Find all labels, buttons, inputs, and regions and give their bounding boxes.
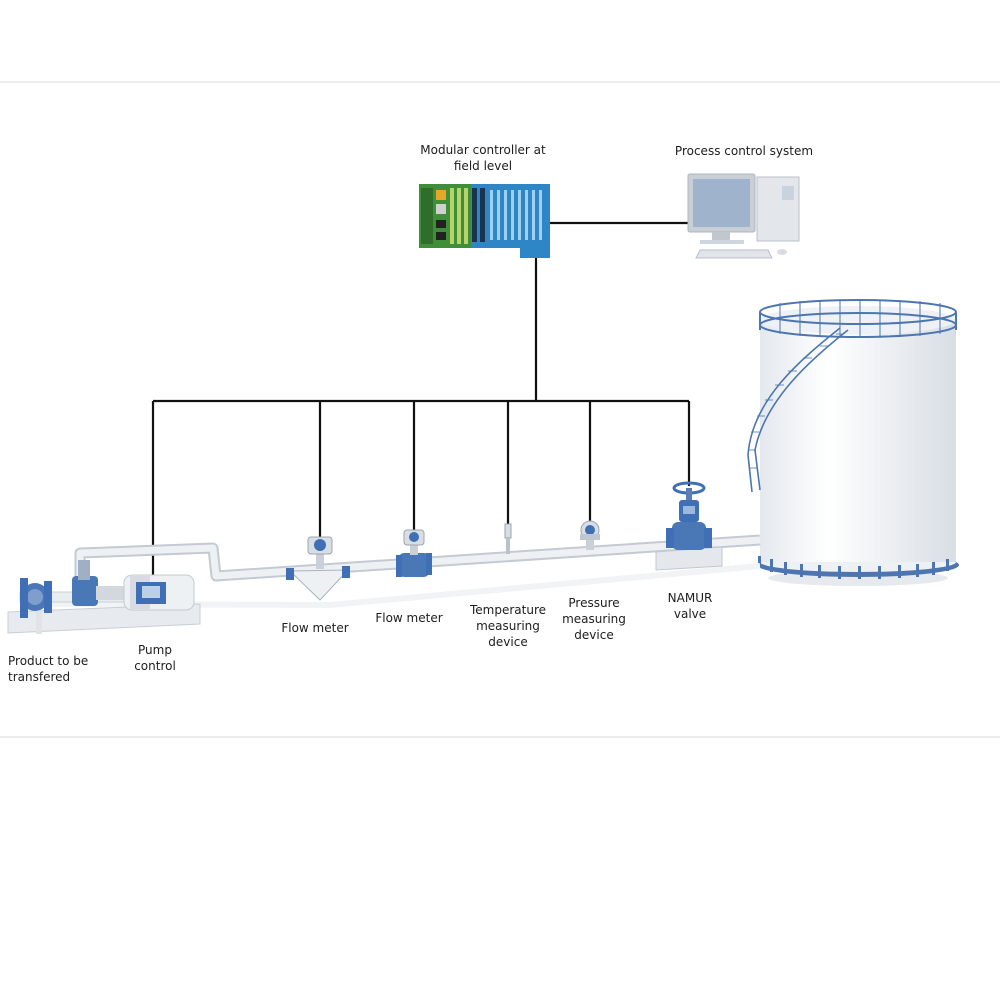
product-label: Product to be transfered xyxy=(8,654,89,684)
flow-meter-icon xyxy=(286,536,350,601)
modular-controller xyxy=(419,184,550,258)
process-control-system-label: Process control system xyxy=(674,144,814,158)
namur-valve-label: NAMUR valve xyxy=(667,591,713,621)
temperature-sensor-icon xyxy=(504,523,512,554)
namur-valve-icon xyxy=(655,481,723,571)
fieldbus-wiring xyxy=(151,221,691,578)
flow-meter-icon xyxy=(396,529,432,577)
pump-control-label: Pump control xyxy=(134,643,176,673)
computer-icon xyxy=(687,173,800,259)
controller-label: Modular controller at field level xyxy=(420,143,546,173)
pressure-device-label: Pressure measuring device xyxy=(562,596,626,642)
flow-meter-1-label: Flow meter xyxy=(281,621,349,635)
product-pump-skid xyxy=(7,560,201,634)
pressure-transmitter-icon xyxy=(580,520,600,550)
flow-meter-2-label: Flow meter xyxy=(375,611,443,625)
temperature-device-label: Temperature measuring device xyxy=(469,603,546,649)
storage-tank xyxy=(747,299,959,586)
